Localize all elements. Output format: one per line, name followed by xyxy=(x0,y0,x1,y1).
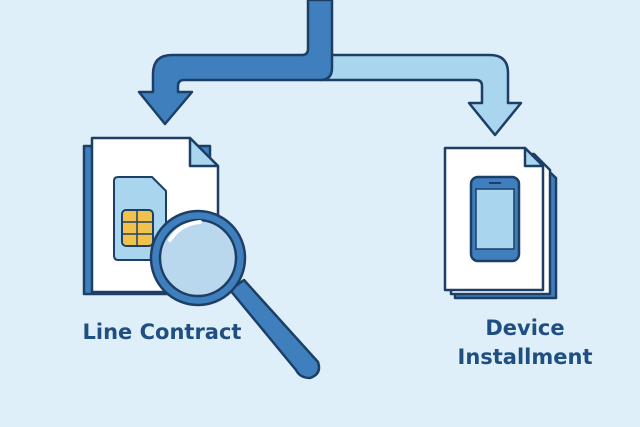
sim-card-icon xyxy=(113,176,167,261)
magnifying-glass-icon xyxy=(149,209,321,380)
device-installment-label-line1: Device xyxy=(485,316,565,340)
left-arrow xyxy=(137,0,334,126)
line-contract-label: Line Contract xyxy=(82,320,242,344)
device-installment-label-line2: Installment xyxy=(457,345,593,369)
device-installment-label: Device Installment xyxy=(440,314,610,372)
right-arrow xyxy=(318,53,523,137)
smartphone-icon xyxy=(469,175,521,263)
